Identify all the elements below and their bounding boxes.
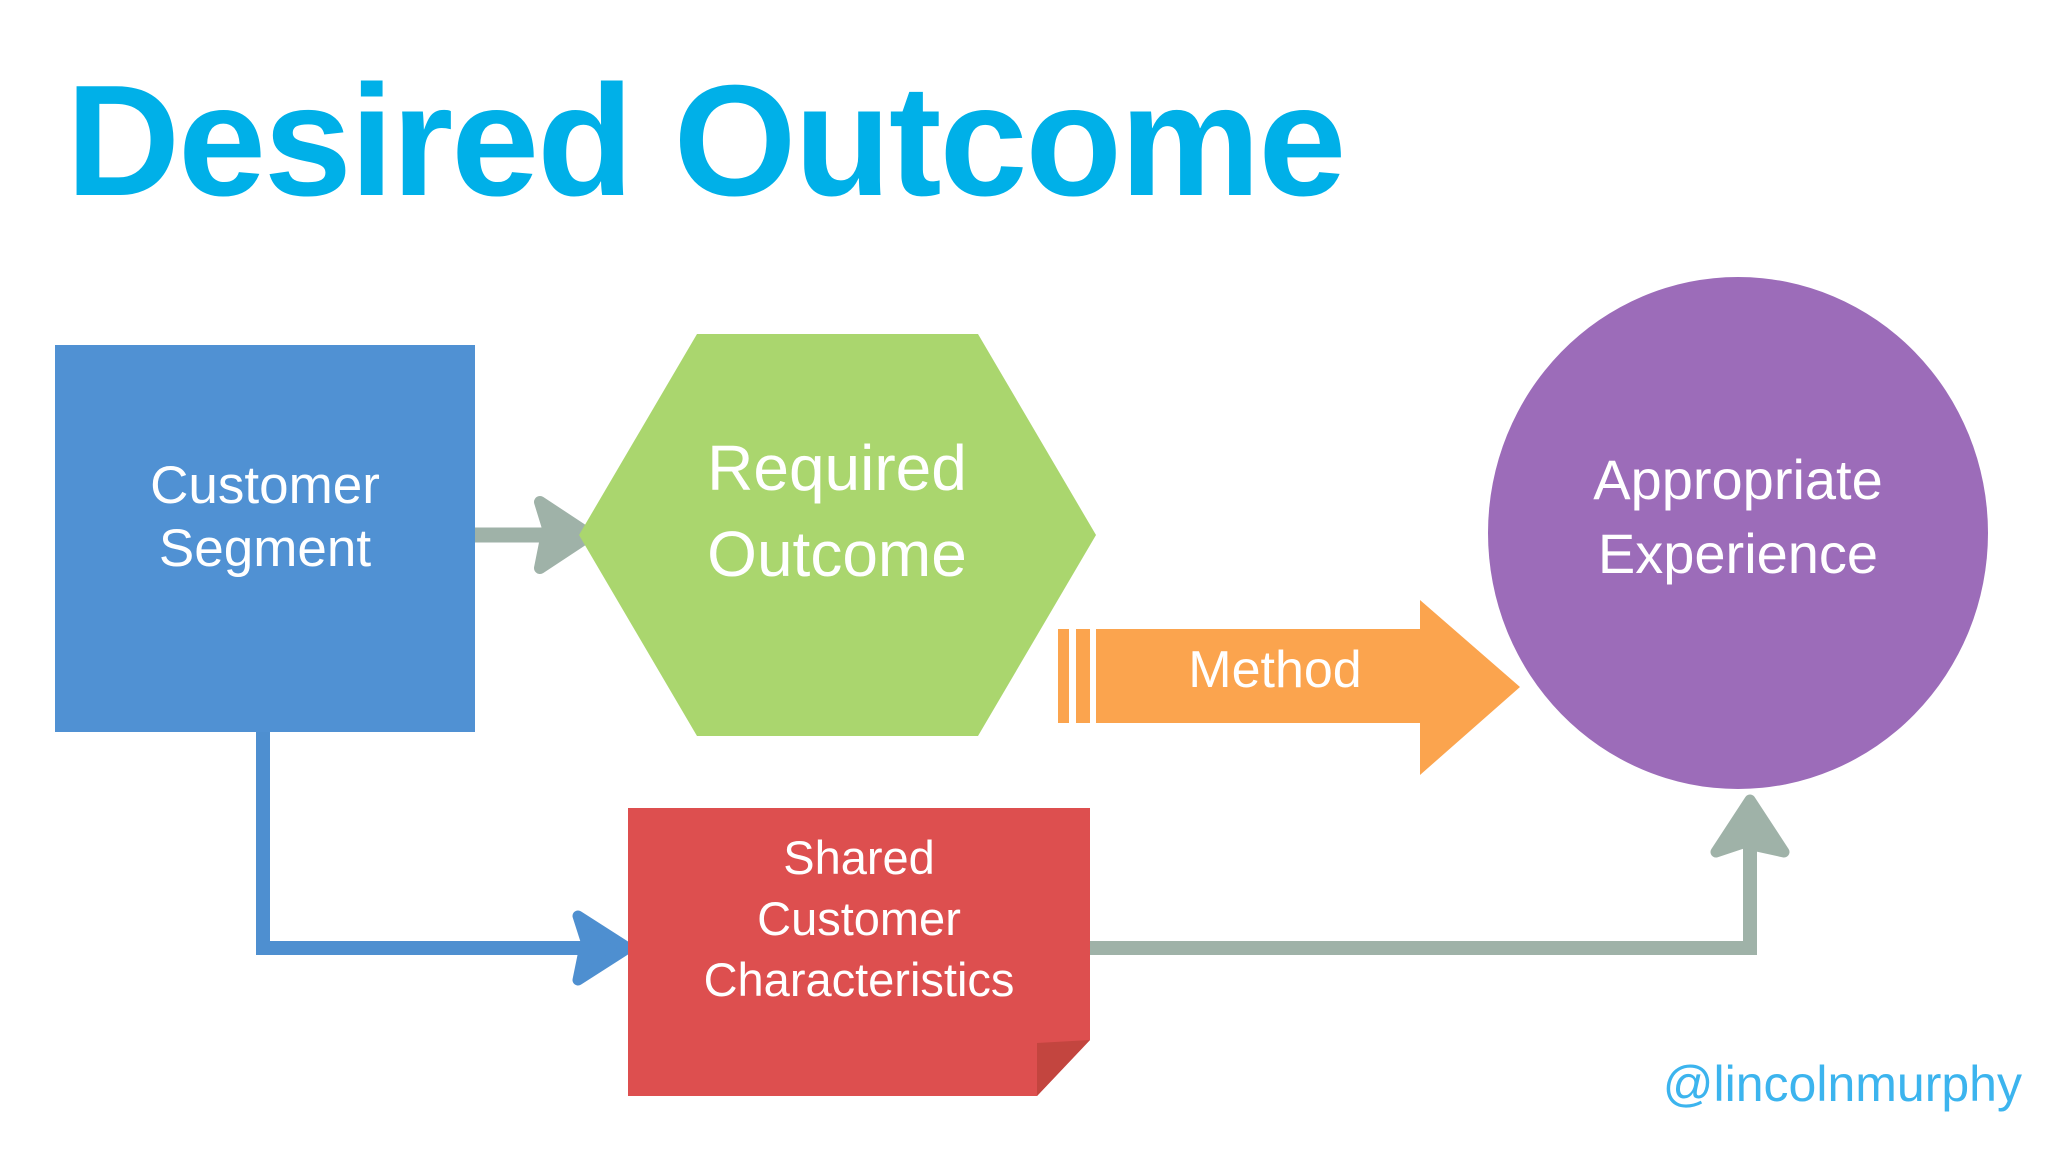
page-title: Desired Outcome xyxy=(66,53,1346,229)
method-arrow-stripe-2 xyxy=(1076,629,1090,723)
method-arrow-body xyxy=(1096,600,1520,775)
connector-shared-characteristics-to-appropriate-experience xyxy=(1088,794,1790,955)
appropriate-experience-ellipse xyxy=(1488,277,1988,789)
connector-customer-segment-to-required-outcome xyxy=(473,496,596,574)
folded-corner-icon xyxy=(1037,1040,1090,1096)
arrowhead-icon xyxy=(534,496,596,574)
shared-characteristics-shape xyxy=(628,808,1090,1096)
customer-segment-rect xyxy=(55,345,475,732)
shared-characteristics-rect xyxy=(628,808,1090,1096)
author-watermark: @lincolnmurphy xyxy=(1662,1056,2022,1112)
connector-customer-segment-to-shared-characteristics xyxy=(256,732,634,986)
connector-line xyxy=(256,732,600,955)
method-arrow-stripe-1 xyxy=(1058,629,1069,723)
method-arrow xyxy=(1058,600,1520,775)
required-outcome-hexagon xyxy=(579,334,1096,736)
arrowhead-icon xyxy=(1710,794,1790,858)
connector-line xyxy=(1088,830,1757,955)
arrowhead-icon xyxy=(572,910,634,986)
